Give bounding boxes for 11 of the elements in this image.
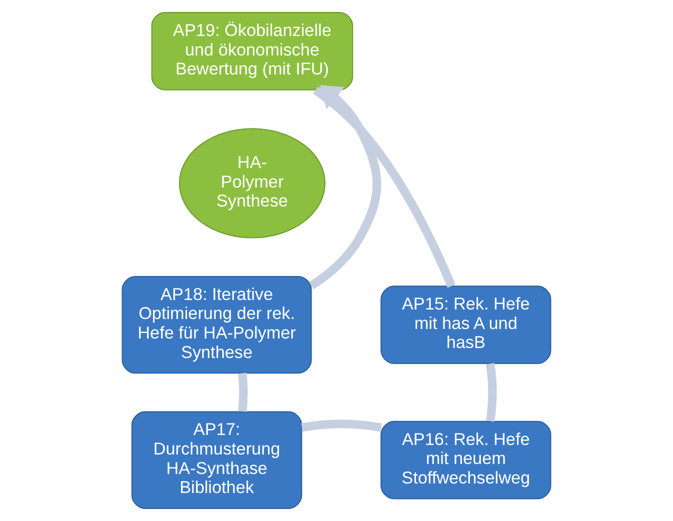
node-box: AP18: Iterative Optimierung der rek. Hefe für HA-Polymer Synthese xyxy=(122,276,312,374)
connector xyxy=(313,86,456,288)
connector xyxy=(486,363,497,422)
node-box: AP16: Rek. Hefe mit neuem Stoffwechselweg xyxy=(380,420,552,500)
node-box: AP19: Ökobilanzielle und ökonomische Bewertung (mit IFU) xyxy=(151,12,354,90)
connector xyxy=(238,372,248,412)
node-box: AP17: Durchmusterung HA-Synthase Bibliothek xyxy=(131,411,302,509)
connector xyxy=(301,420,382,432)
node-ellipse: HA- Polymer Synthese xyxy=(178,128,326,238)
node-box: AP15: Rek. Hefe mit has A und hasB xyxy=(380,286,552,364)
arrow xyxy=(309,85,382,290)
